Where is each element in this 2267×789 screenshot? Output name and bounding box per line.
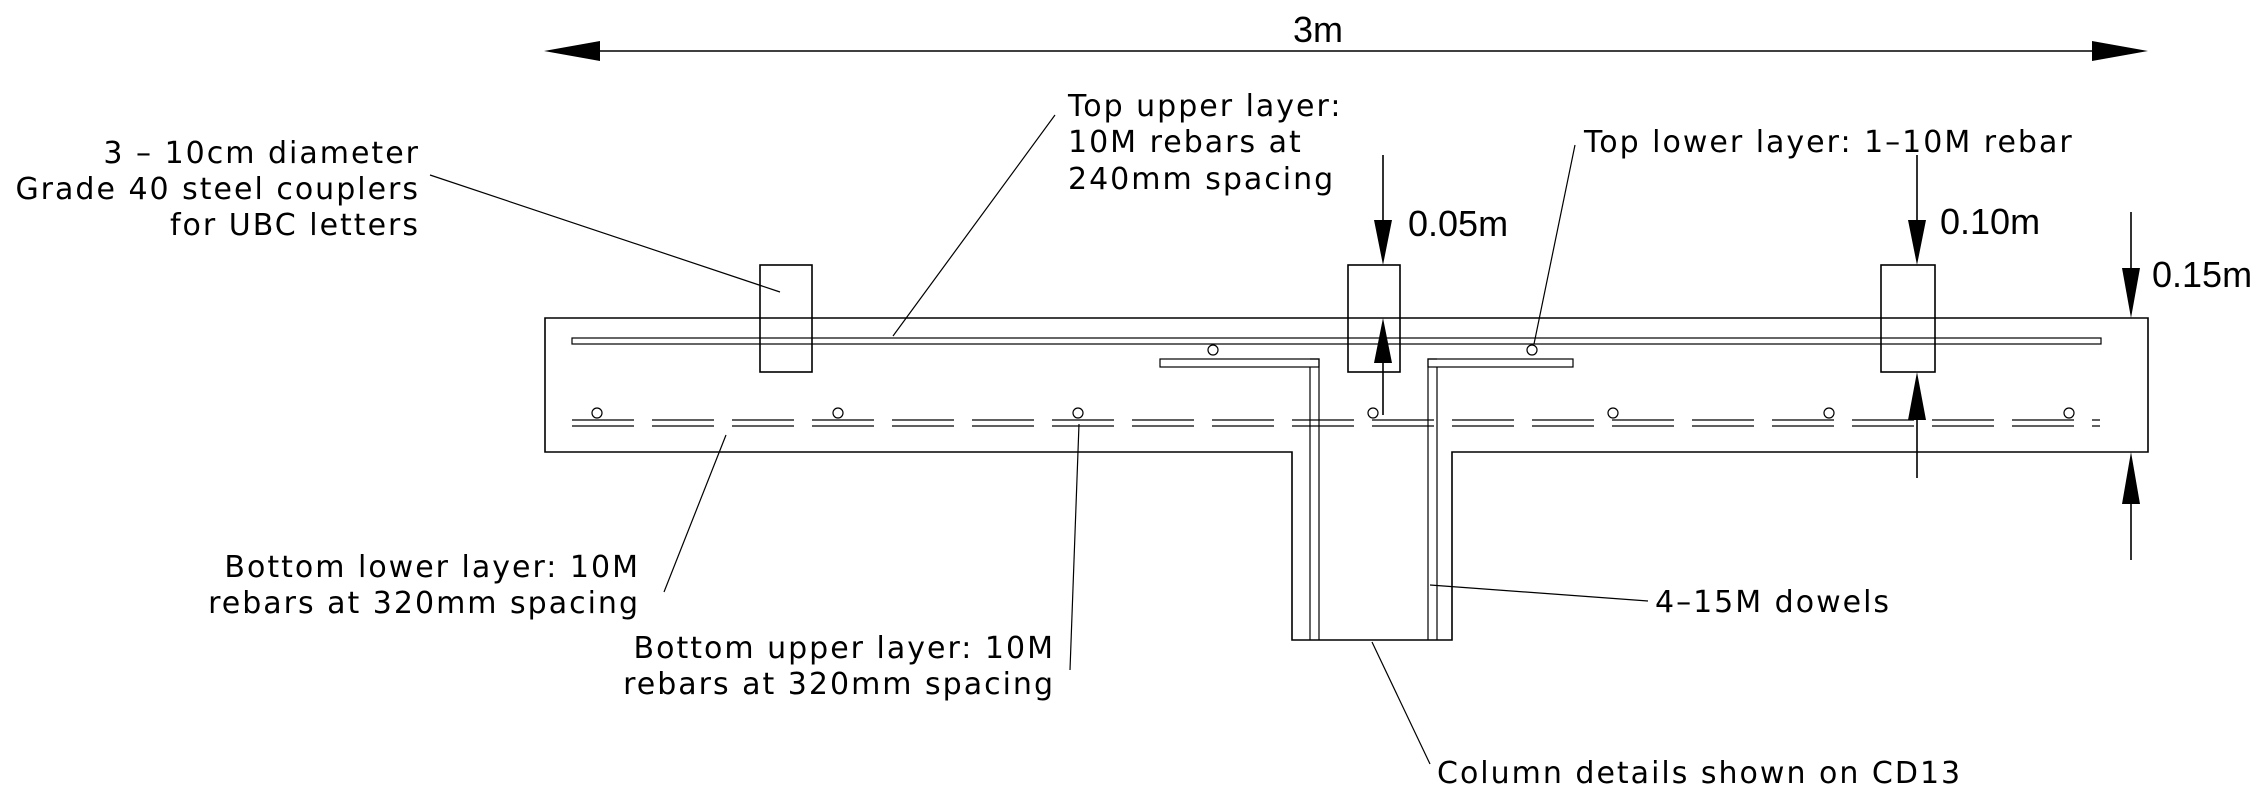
column-line-1: Column details shown on CD13 [1437,756,1962,789]
slab-outline [544,317,2149,641]
bottom-rebar-dot [1367,407,1379,419]
top-lower-cover-label: 0.10m [1940,201,2040,242]
dimension-arrow-up [2122,452,2140,504]
dowels-note: 4–15M dowels [1655,585,1891,620]
column-note: Column details shown on CD13 [1437,756,1962,789]
top-lower-rebar-dot [1526,344,1538,356]
bottom-rebars [572,407,2100,427]
slab-thickness-label: 0.15m [2152,254,2252,295]
column-leader [1371,641,1431,765]
top-upper-note: Top upper layer: 10M rebars at 240mm spa… [1067,89,1342,197]
top-upper-line-1: Top upper layer: [1067,89,1342,124]
bottom-lower-line-2: rebars at 320mm spacing [208,586,640,621]
cover-dimension-005: 0.05m [1374,155,1508,415]
bottom-rebar-dot [1823,407,1835,419]
bottom-upper-leader [1069,423,1080,671]
bottom-upper-line-2: rebars at 320mm spacing [623,667,1055,702]
top-upper-line-2: 10M rebars at [1068,125,1303,160]
dimension-arrow-right [2092,41,2148,61]
dowel [1310,358,1320,640]
cover-dimension-010: 0.10m [1908,155,2040,478]
bottom-rebar-dot [1072,407,1084,419]
top-lower-rebar-dot [1207,344,1219,356]
couplers-note: 3 – 10cm diameter Grade 40 steel coupler… [15,136,420,243]
top-upper-rebar [571,337,2102,345]
top-lower-bars [1159,344,1574,368]
overall-dimension: 3m [544,9,2148,61]
top-lower-note: Top lower layer: 1–10M rebar [1583,125,2074,160]
top-upper-cover-label: 0.05m [1408,203,1508,244]
dimension-arrow-down [1374,220,1392,265]
coupler [759,264,813,373]
bottom-upper-line-1: Bottom upper layer: 10M [634,631,1055,666]
couplers-line-3: for UBC letters [170,208,420,243]
top-lower-bar [1159,358,1320,368]
couplers-leader [429,174,781,293]
thickness-dimension: 0.15m [2122,212,2252,560]
dowels-line-1: 4–15M dowels [1655,585,1891,620]
top-lower-line-1: Top lower layer: 1–10M rebar [1583,125,2074,160]
bottom-rebar-dot [591,407,603,419]
bottom-lower-leader [663,434,727,593]
bottom-rebar-dot [832,407,844,419]
top-lower-bar [1427,358,1574,368]
leader-lines [429,114,1649,765]
top-upper-leader [892,114,1056,337]
dimension-arrow-up [1374,318,1392,363]
dowels [1309,358,1438,640]
bottom-upper-note: Bottom upper layer: 10M rebars at 320mm … [623,631,1055,702]
dimension-arrow-down [2122,268,2140,318]
overall-width-label: 3m [1293,9,1343,50]
bottom-rebar-dot [1607,407,1619,419]
coupler [1347,264,1401,373]
couplers-line-2: Grade 40 steel couplers [15,172,420,207]
bottom-lower-note: Bottom lower layer: 10M rebars at 320mm … [208,550,640,621]
top-lower-leader [1533,144,1576,345]
couplers [759,264,1936,373]
dimension-arrow-left [544,41,600,61]
dimension-arrow-down [1908,220,1926,265]
couplers-line-1: 3 – 10cm diameter [103,136,420,171]
top-upper-line-3: 240mm spacing [1068,162,1335,197]
bottom-lower-line-1: Bottom lower layer: 10M [224,550,640,585]
dimension-arrow-up [1908,372,1926,420]
dowels-leader [1429,584,1649,602]
bottom-rebar-dot [2063,407,2075,419]
coupler [1880,264,1936,373]
dowel [1427,358,1437,640]
